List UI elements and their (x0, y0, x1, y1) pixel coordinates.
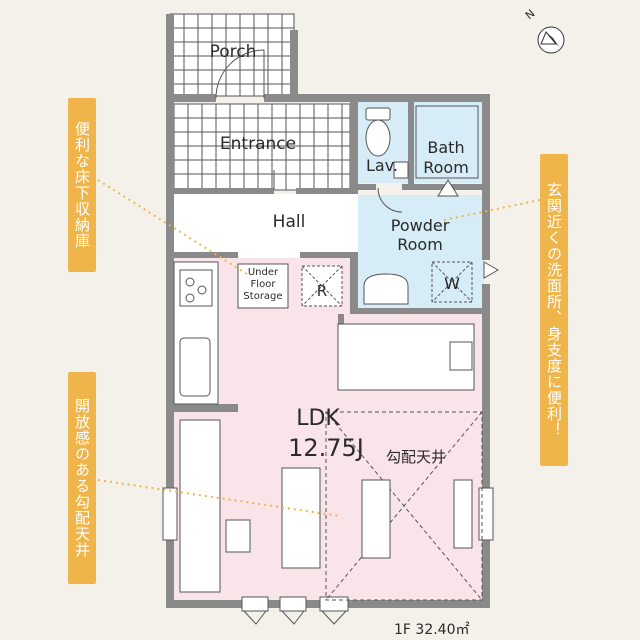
leader-lines (97, 179, 541, 517)
powder-room-label-line1: Powder (390, 216, 450, 235)
sloped-ceiling-label: 勾配天井 (385, 448, 447, 466)
sloped-ceiling-area (325, 411, 483, 601)
lav-label: Lav. (365, 156, 399, 175)
refrigerator-label: R (316, 282, 328, 300)
bath-label-line2: Room (423, 158, 469, 177)
refrigerator-space (301, 265, 343, 307)
washer-space (431, 261, 473, 303)
washbasin (363, 273, 409, 305)
hall-label: Hall (272, 212, 306, 232)
kitchen-sink (179, 337, 211, 397)
bath-label-line1: Bath (427, 138, 465, 157)
bathtub (415, 105, 479, 179)
washer-label: W (444, 274, 460, 293)
bath-floor (414, 101, 482, 183)
porch-label: Porch (209, 42, 257, 62)
sofa (337, 323, 475, 391)
callout-powder-room: 玄関近くの洗面所、身支度に便利！ (540, 154, 568, 466)
entrance-label: Entrance (219, 134, 297, 154)
callout-underfloor-storage: 便利な床下収納庫 (68, 98, 96, 272)
under-floor-storage (237, 263, 289, 309)
toilet-icon (365, 107, 391, 157)
storage-label-line3: Storage (243, 291, 283, 302)
lav-sink (393, 161, 409, 179)
storage-label-line1: Under (247, 267, 279, 278)
compass-icon (537, 26, 565, 54)
dining-table (179, 419, 473, 593)
powder-room-label-line2: Room (397, 235, 443, 254)
entry-door (215, 49, 265, 99)
callout-sloped-ceiling: 開放感のある勾配天井 (68, 372, 96, 584)
stove-icon (179, 269, 213, 307)
windows (162, 487, 494, 612)
storage-label-line2: Floor (250, 279, 276, 290)
floor-area-label: 1F 32.40㎡ (394, 622, 470, 638)
hall-floor (174, 194, 358, 258)
ldk-size-label: 12.75J (288, 434, 364, 462)
vent-icon (483, 261, 500, 279)
powder-door (377, 187, 403, 213)
ldk-label: LDK (296, 406, 340, 431)
